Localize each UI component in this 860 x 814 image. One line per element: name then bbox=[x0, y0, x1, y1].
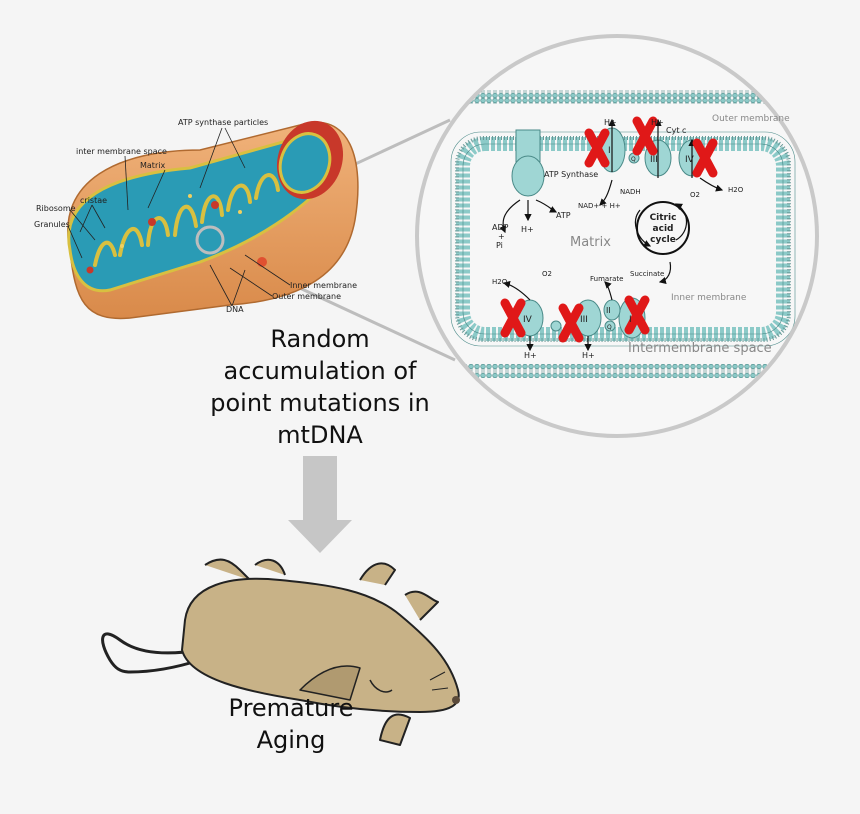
label-h-complex-iii-bottom: H+ bbox=[582, 351, 595, 360]
zoom-source-circle bbox=[195, 225, 225, 255]
label-h2o-top: H2O bbox=[728, 186, 744, 194]
citric-acid-cycle-ring bbox=[636, 201, 690, 255]
label-nad: NAD+ + H+ bbox=[578, 202, 621, 210]
q-bottom bbox=[604, 320, 616, 332]
outcome-line-2: Aging bbox=[257, 726, 326, 754]
mutation-marks bbox=[500, 116, 718, 343]
label-outer-membrane-mito: Outer membrane bbox=[272, 292, 341, 301]
label-q-bottom: Q bbox=[607, 324, 612, 331]
membrane-zoom bbox=[415, 34, 819, 438]
caption-line-2: accumulation of bbox=[223, 357, 417, 385]
outcome-line-1: Premature bbox=[229, 694, 354, 722]
cycle-label-2: acid bbox=[653, 224, 674, 234]
label-adp: ADP bbox=[492, 223, 509, 232]
label-cristae: cristae bbox=[80, 196, 107, 205]
caption-line-3: point mutations in bbox=[210, 389, 430, 417]
cycle-label-3: cycle bbox=[650, 235, 676, 245]
label-o2-top: O2 bbox=[690, 191, 700, 199]
label-nadh: NADH bbox=[620, 188, 641, 196]
label-intermembrane-space: Intermembrane space bbox=[628, 341, 772, 356]
label-complex-ii-bottom: II bbox=[606, 306, 611, 315]
zoom-circle-border bbox=[415, 34, 819, 438]
outcome: Premature Aging bbox=[229, 694, 354, 754]
label-inner-membrane: Inner membrane bbox=[671, 293, 747, 303]
outer-membrane-top bbox=[417, 90, 817, 104]
outer-membrane-bottom bbox=[417, 364, 817, 378]
caption-line-1: Random bbox=[270, 325, 369, 353]
label-h-complex-i: H+ bbox=[604, 118, 617, 127]
label-complex-i-top: I bbox=[608, 146, 611, 156]
down-arrow bbox=[288, 456, 352, 553]
mito-label-leaders bbox=[67, 127, 291, 307]
label-complex-iii-top: III bbox=[650, 155, 658, 165]
label-matrix: Matrix bbox=[570, 235, 611, 250]
label-plus: + bbox=[498, 232, 505, 241]
label-atp-synthase-particles: ATP synthase particles bbox=[178, 118, 268, 127]
label-complex-i-bottom: I bbox=[629, 315, 632, 325]
label-matrix-mito: Matrix bbox=[140, 161, 165, 170]
label-inner-membrane-mito: Inner membrane bbox=[290, 281, 357, 290]
mouse-illustration bbox=[101, 558, 460, 746]
label-complex-iv-bottom: IV bbox=[523, 315, 533, 325]
label-h-complex-iii: H+ bbox=[651, 118, 664, 127]
label-outer-membrane: Outer membrane bbox=[712, 114, 790, 124]
label-q-top: Q bbox=[631, 156, 636, 163]
label-cyt-c: Cyt c bbox=[666, 126, 686, 135]
mitochondrion-illustration bbox=[67, 120, 359, 320]
label-granules: Granules bbox=[34, 220, 70, 229]
label-complex-iv-top: IV bbox=[685, 155, 695, 165]
label-pi: Pi bbox=[496, 241, 503, 250]
cycle-label-1: Citric bbox=[650, 213, 677, 223]
label-inter-membrane-space: inter membrane space bbox=[76, 147, 167, 156]
label-fumarate: Fumarate bbox=[590, 275, 623, 283]
cytc-bottom bbox=[550, 320, 562, 332]
label-h2o-bottom: H2O bbox=[492, 278, 508, 286]
label-atp: ATP bbox=[556, 211, 571, 220]
caption-line-4: mtDNA bbox=[277, 421, 363, 449]
label-ribosome: Ribosome bbox=[36, 204, 76, 213]
caption: Random accumulation of point mutations i… bbox=[210, 325, 430, 449]
label-o2-bottom: O2 bbox=[542, 270, 552, 278]
label-succinate: Succinate bbox=[630, 270, 664, 278]
label-dna: DNA bbox=[226, 305, 244, 314]
label-complex-iii-bottom: III bbox=[580, 315, 588, 325]
atp-synthase bbox=[511, 129, 545, 197]
label-atp-synthase: ATP Synthase bbox=[544, 170, 598, 179]
label-h-complex-iv: H+ bbox=[524, 351, 537, 360]
label-h-atp: H+ bbox=[521, 225, 534, 234]
